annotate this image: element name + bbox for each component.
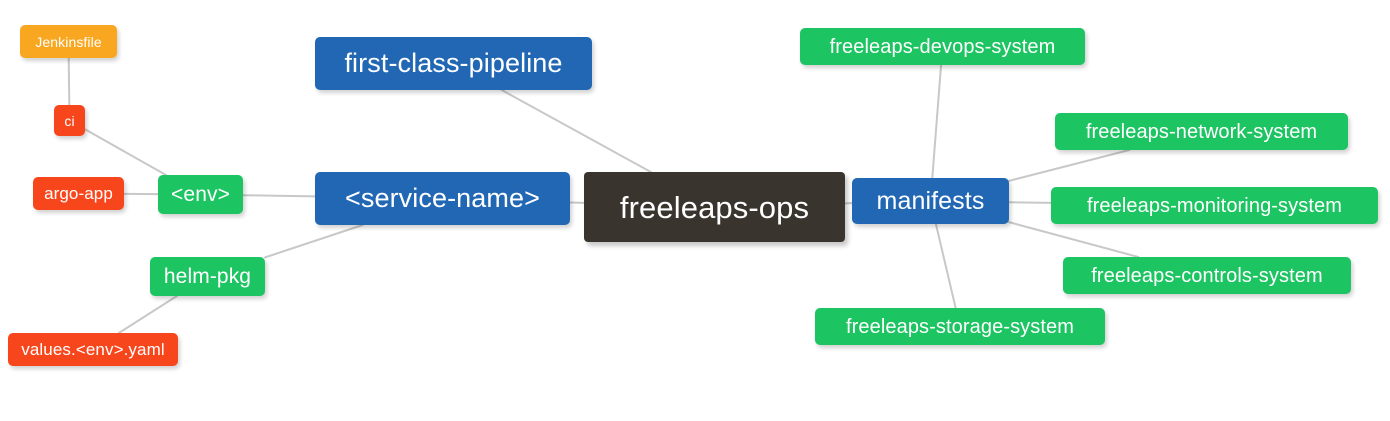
mindmap-edge-service-to-helmpkg [264, 224, 364, 259]
mindmap-edge-manifests-to-controls [1008, 221, 1140, 258]
mindmap-node-ci[interactable]: ci [54, 105, 85, 136]
mindmap-node-pipeline[interactable]: first-class-pipeline [315, 37, 592, 90]
mindmap-node-devops[interactable]: freeleaps-devops-system [800, 28, 1085, 65]
mindmap-node-helmpkg[interactable]: helm-pkg [150, 257, 265, 296]
mindmap-node-service[interactable]: <service-name> [315, 172, 570, 225]
mindmap-node-controls[interactable]: freeleaps-controls-system [1063, 257, 1351, 294]
mindmap-node-root[interactable]: freeleaps-ops [584, 172, 845, 242]
mindmap-edge-manifests-to-network [1008, 149, 1131, 182]
mindmap-edge-ci-to-jenkinsfile [67, 57, 71, 106]
mindmap-node-jenkinsfile[interactable]: Jenkinsfile [20, 25, 117, 58]
mindmap-node-storage[interactable]: freeleaps-storage-system [815, 308, 1105, 345]
mindmap-node-network[interactable]: freeleaps-network-system [1055, 113, 1348, 150]
mindmap-edge-service-to-env [242, 194, 316, 198]
mindmap-edge-root-to-pipeline [500, 89, 652, 173]
mindmap-node-argoapp[interactable]: argo-app [33, 177, 124, 210]
mindmap-edge-manifests-to-devops [931, 64, 943, 179]
mindmap-node-manifests[interactable]: manifests [852, 178, 1009, 224]
mindmap-edge-manifests-to-monitoring [1008, 201, 1052, 204]
mindmap-node-env[interactable]: <env> [158, 175, 243, 214]
mindmap-edge-helmpkg-to-valuesyaml [117, 295, 178, 334]
mindmap-node-monitoring[interactable]: freeleaps-monitoring-system [1051, 187, 1378, 224]
mindmap-edge-env-to-ci [84, 128, 167, 176]
mindmap-node-valuesyaml[interactable]: values.<env>.yaml [8, 333, 178, 366]
mindmap-edge-manifests-to-storage [934, 223, 957, 309]
